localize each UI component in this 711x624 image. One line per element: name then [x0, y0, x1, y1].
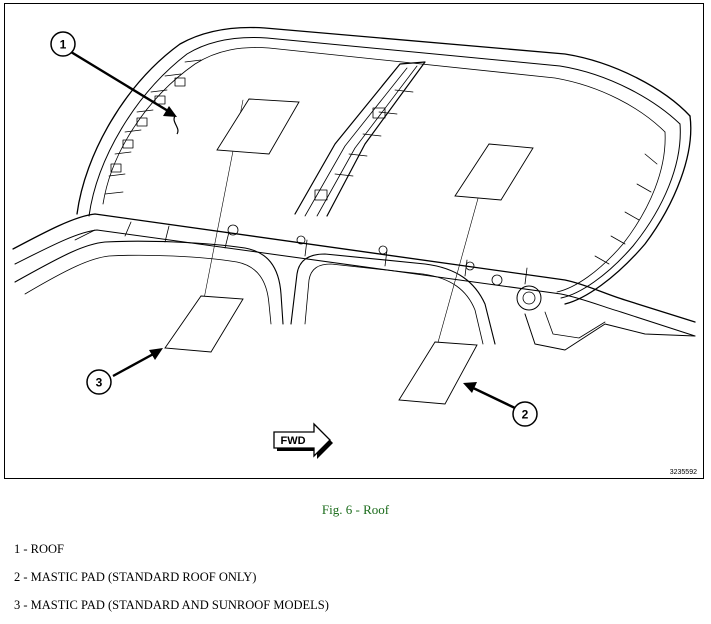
mastic-pad-2-floor — [398, 341, 478, 405]
callout-2-number: 2 — [522, 408, 529, 422]
rear-pillar — [564, 115, 692, 305]
callout-3-number: 3 — [96, 376, 103, 390]
callout-1-number: 1 — [60, 38, 67, 52]
arrowhead-1 — [163, 106, 177, 117]
mastic-pad-3-roof — [216, 98, 300, 155]
arrowhead-2 — [463, 382, 477, 393]
roof-bow — [294, 61, 426, 217]
parts-legend: 1 - ROOF 2 - MASTIC PAD (STANDARD ROOF O… — [14, 540, 329, 624]
mastic-pad-3-floor — [164, 295, 244, 353]
legend-item-mastic-pad-standard: 2 - MASTIC PAD (STANDARD ROOF ONLY) — [14, 570, 257, 584]
roof-panel-outline — [76, 26, 691, 215]
front-header — [12, 213, 696, 323]
roof-marker — [173, 115, 179, 135]
callout-1: 1 — [50, 31, 76, 57]
mastic-pad-2-roof — [454, 143, 534, 201]
figure-frame: 1 3 2 FWD 3235592 — [4, 3, 704, 479]
arrowhead-3 — [149, 348, 163, 360]
figure-caption: Fig. 6 - Roof — [321, 502, 390, 517]
fwd-label: FWD — [280, 435, 305, 447]
figure-id: 3235592 — [669, 469, 697, 476]
b-pillar-node — [516, 285, 542, 311]
legend-item-roof: 1 - ROOF — [14, 542, 65, 556]
fwd-arrow-icon: FWD — [273, 422, 333, 459]
legend-item-mastic-pad-sunroof: 3 - MASTIC PAD (STANDARD AND SUNROOF MOD… — [14, 598, 329, 612]
callout-3: 3 — [86, 369, 112, 395]
callout-2: 2 — [512, 401, 538, 427]
roof-diagram: 1 3 2 FWD — [12, 26, 696, 459]
